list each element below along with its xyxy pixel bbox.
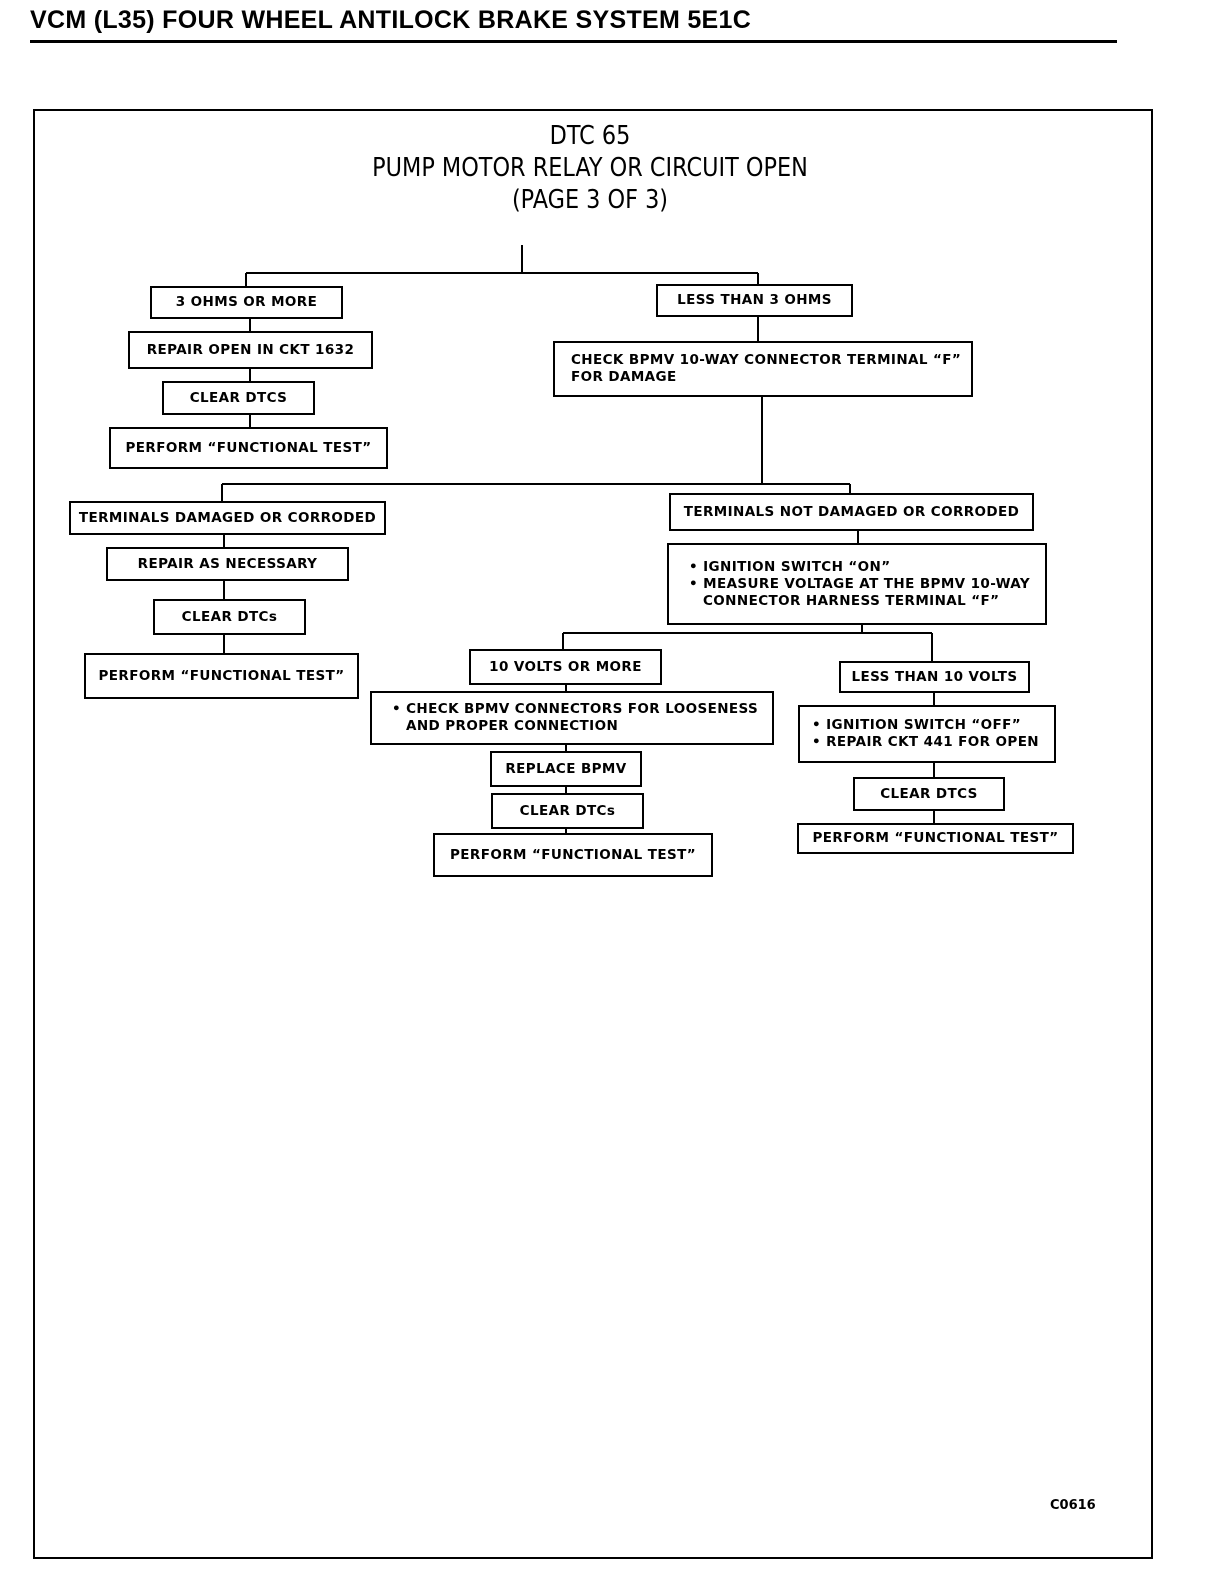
connector-terminals-split bbox=[221, 483, 851, 502]
node-functional-test-a-label: PERFORM “FUNCTIONAL TEST” bbox=[125, 439, 372, 456]
node-less-than-10-volts: LESS THAN 10 VOLTS bbox=[839, 661, 1030, 693]
node-clear-dtcs-b: CLEAR DTCs bbox=[153, 599, 306, 635]
node-repair-ckt-1632-label: REPAIR OPEN IN CKT 1632 bbox=[146, 341, 355, 358]
node-functional-test-b: PERFORM “FUNCTIONAL TEST” bbox=[84, 653, 359, 699]
node-less-than-3-ohms: LESS THAN 3 OHMS bbox=[656, 284, 853, 317]
node-clear-dtcs-a-label: CLEAR DTCS bbox=[189, 389, 288, 406]
connector-right-chain bbox=[757, 316, 763, 484]
node-clear-dtcs-a: CLEAR DTCS bbox=[162, 381, 315, 415]
node-ignition-measure-line-1: • IGNITION SWITCH “ON” bbox=[689, 558, 891, 575]
node-clear-dtcs-d-label: CLEAR DTCS bbox=[880, 785, 978, 802]
node-check-terminal-f-line-1: CHECK BPMV 10-WAY CONNECTOR TERMINAL “F” bbox=[571, 352, 962, 368]
node-repair-as-necessary: REPAIR AS NECESSARY bbox=[106, 547, 349, 581]
node-terminals-not-damaged-label: TERMINALS NOT DAMAGED OR CORRODED bbox=[683, 503, 1020, 520]
node-ignition-off-repair-line-2: • REPAIR CKT 441 FOR OPEN bbox=[812, 734, 1040, 750]
node-10-volts-or-more: 10 VOLTS OR MORE bbox=[469, 649, 662, 685]
node-less-than-10-volts-label: LESS THAN 10 VOLTS bbox=[851, 668, 1018, 685]
node-functional-test-d: PERFORM “FUNCTIONAL TEST” bbox=[797, 823, 1074, 854]
diagram-title-line-3: (PAGE 3 OF 3) bbox=[511, 185, 669, 215]
node-replace-bpmv-label: REPLACE BPMV bbox=[505, 760, 627, 777]
diagram-title: DTC 65 PUMP MOTOR RELAY OR CIRCUIT OPEN … bbox=[341, 120, 840, 216]
node-clear-dtcs-d: CLEAR DTCS bbox=[853, 777, 1005, 811]
node-ignition-off-repair-line-1: • IGNITION SWITCH “OFF” bbox=[812, 717, 1022, 733]
diagram-title-line-1: DTC 65 bbox=[549, 121, 631, 151]
header-rule bbox=[30, 40, 1117, 43]
diagram-frame bbox=[33, 109, 1153, 1559]
node-clear-dtcs-c: CLEAR DTCs bbox=[491, 793, 644, 829]
node-functional-test-c-label: PERFORM “FUNCTIONAL TEST” bbox=[450, 846, 696, 863]
node-ignition-measure-line-2: • MEASURE VOLTAGE AT THE BPMV 10-WAY CON… bbox=[689, 575, 1031, 609]
node-less-than-3-ohms-label: LESS THAN 3 OHMS bbox=[677, 292, 832, 308]
figure-code: C0616 bbox=[1050, 1498, 1096, 1513]
node-ignition-off-repair: • IGNITION SWITCH “OFF” • REPAIR CKT 441… bbox=[798, 705, 1056, 763]
connector-root bbox=[245, 245, 759, 288]
node-terminals-not-damaged: TERMINALS NOT DAMAGED OR CORRODED bbox=[669, 493, 1034, 531]
node-terminals-damaged-label: TERMINALS DAMAGED OR CORRODED bbox=[78, 509, 377, 526]
node-ignition-measure: • IGNITION SWITCH “ON” • MEASURE VOLTAGE… bbox=[667, 543, 1047, 625]
page-header-title: VCM (L35) FOUR WHEEL ANTILOCK BRAKE SYST… bbox=[30, 6, 752, 34]
node-check-terminal-f: CHECK BPMV 10-WAY CONNECTOR TERMINAL “F”… bbox=[553, 341, 973, 397]
node-repair-ckt-1632: REPAIR OPEN IN CKT 1632 bbox=[128, 331, 373, 369]
node-check-terminal-f-line-2: FOR DAMAGE bbox=[571, 369, 677, 385]
node-terminals-damaged: TERMINALS DAMAGED OR CORRODED bbox=[69, 501, 386, 535]
node-functional-test-d-label: PERFORM “FUNCTIONAL TEST” bbox=[812, 830, 1059, 846]
node-functional-test-b-label: PERFORM “FUNCTIONAL TEST” bbox=[98, 667, 345, 684]
node-3-ohms-or-more-label: 3 OHMS OR MORE bbox=[175, 294, 318, 310]
node-functional-test-c: PERFORM “FUNCTIONAL TEST” bbox=[433, 833, 713, 877]
diagram-title-line-2: PUMP MOTOR RELAY OR CIRCUIT OPEN bbox=[372, 153, 808, 183]
node-check-connectors-line-1: • CHECK BPMV CONNECTORS FOR LOOSENESS AN… bbox=[392, 701, 759, 734]
connector-voltage-split bbox=[562, 624, 933, 662]
node-clear-dtcs-c-label: CLEAR DTCs bbox=[519, 802, 616, 819]
node-functional-test-a: PERFORM “FUNCTIONAL TEST” bbox=[109, 427, 388, 469]
node-repair-as-necessary-label: REPAIR AS NECESSARY bbox=[137, 555, 318, 572]
node-check-connectors: • CHECK BPMV CONNECTORS FOR LOOSENESS AN… bbox=[370, 691, 774, 745]
node-10-volts-or-more-label: 10 VOLTS OR MORE bbox=[489, 658, 642, 675]
node-clear-dtcs-b-label: CLEAR DTCs bbox=[181, 608, 278, 625]
node-3-ohms-or-more: 3 OHMS OR MORE bbox=[150, 286, 343, 319]
node-replace-bpmv: REPLACE BPMV bbox=[490, 751, 642, 787]
